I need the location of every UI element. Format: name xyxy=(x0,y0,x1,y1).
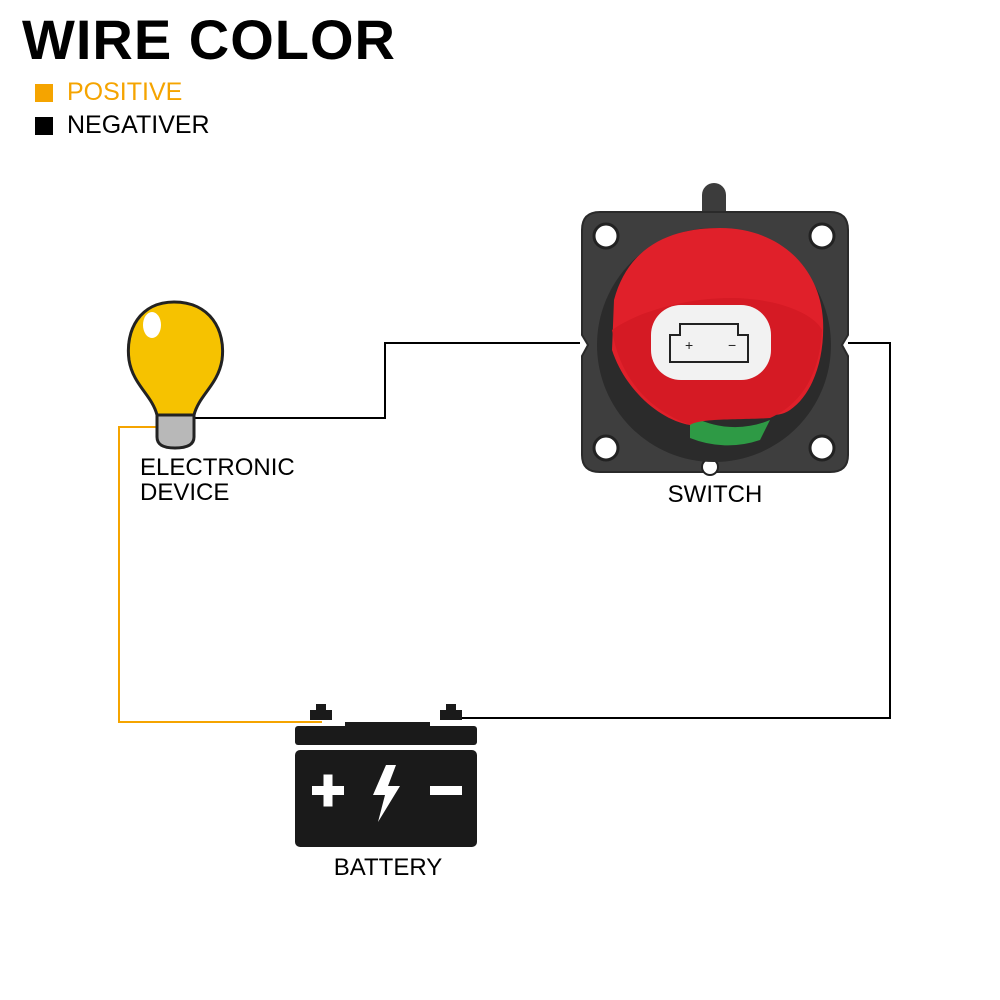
diagram-title: WIRE COLOR xyxy=(22,8,396,71)
legend-positive: POSITIVE xyxy=(35,80,182,105)
electronic-device-label: ELECTRONIC DEVICE xyxy=(140,455,340,505)
negative-wire-switch-to-battery xyxy=(452,342,891,719)
legend-positive-label: POSITIVE xyxy=(67,78,183,106)
legend-negative: NEGATIVER xyxy=(35,113,210,138)
battery-icon xyxy=(295,704,477,847)
negative-wire-bulb-to-switch xyxy=(190,342,580,419)
switch-face-minus: − xyxy=(728,337,736,353)
electronic-device-label-line1: ELECTRONIC xyxy=(140,454,295,481)
positive-swatch xyxy=(35,83,53,102)
electronic-device-label-line2: DEVICE xyxy=(140,479,230,506)
switch-label: SWITCH xyxy=(667,481,763,508)
legend-negative-label: NEGATIVER xyxy=(67,111,210,139)
battery-disconnect-switch-icon xyxy=(581,183,849,476)
switch-face-plus: + xyxy=(685,337,693,353)
light-bulb-icon xyxy=(126,300,225,450)
positive-wire-bulb-to-battery xyxy=(118,426,322,723)
negative-swatch xyxy=(35,116,53,135)
battery-label: BATTERY xyxy=(333,854,443,881)
